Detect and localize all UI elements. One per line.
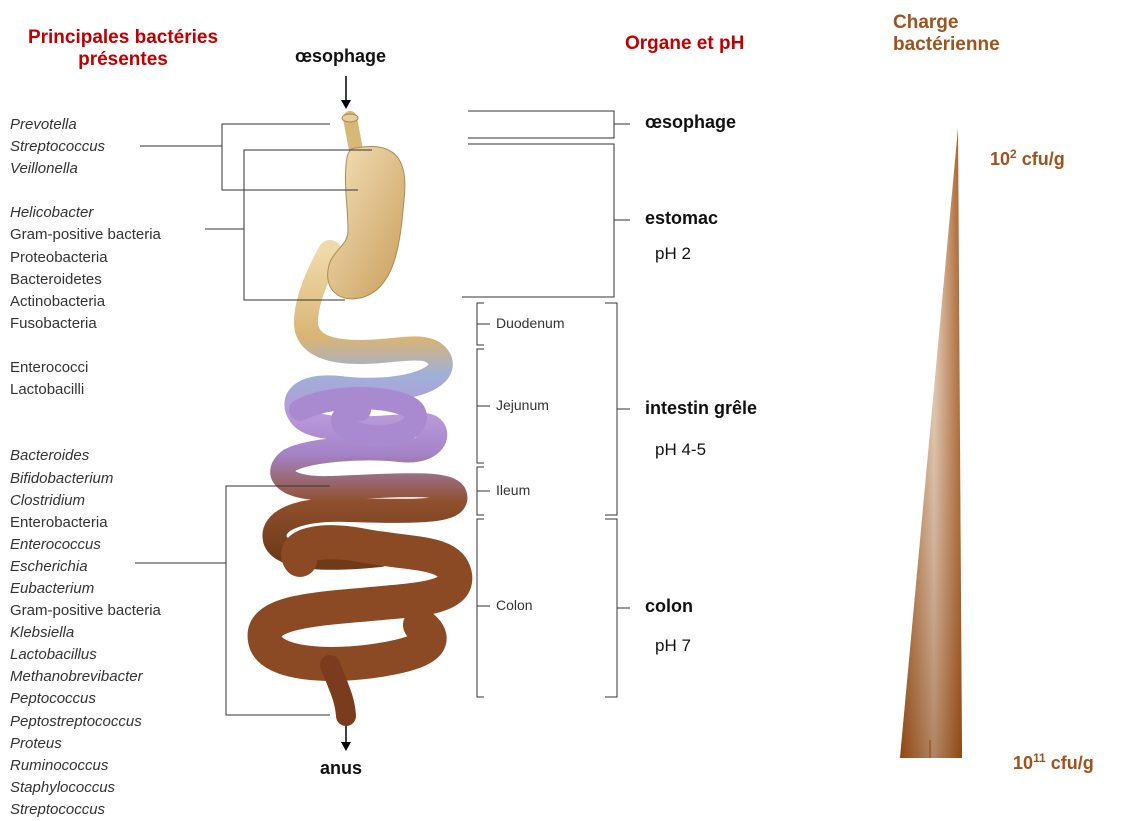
top-oesophage-label: œsophage — [295, 46, 386, 67]
ph-estomac: pH 2 — [655, 244, 691, 264]
charge-top-exp: 2 — [1010, 147, 1017, 161]
charge-bottom-exp: 11 — [1033, 751, 1046, 765]
stomach — [328, 147, 405, 299]
oesophagus-arrowhead — [341, 100, 351, 109]
esophagus-opening — [342, 114, 358, 122]
charge-bottom-label: 1011 cfu/g — [1013, 751, 1094, 774]
organ-intestin: intestin grêle — [645, 398, 757, 419]
anus-label: anus — [320, 758, 362, 779]
segment-ileum: Ileum — [494, 482, 532, 498]
charge-bottom-unit: cfu/g — [1046, 753, 1094, 773]
anus-arrowhead — [341, 742, 351, 751]
charge-bottom-base: 10 — [1013, 753, 1033, 773]
organ-estomac: estomac — [645, 208, 718, 229]
organ-colon: colon — [645, 596, 693, 617]
organ-oesophage: œsophage — [645, 112, 736, 133]
segment-jejunum: Jejunum — [494, 397, 551, 413]
ph-intestin: pH 4-5 — [655, 440, 706, 460]
charge-top-base: 10 — [990, 149, 1010, 169]
bacterial-load-triangle-shade — [900, 128, 962, 758]
ph-colon: pH 7 — [655, 636, 691, 656]
segment-duodenum: Duodenum — [494, 315, 567, 331]
charge-top-label: 102 cfu/g — [990, 147, 1065, 170]
segment-colon: Colon — [494, 597, 535, 613]
charge-top-unit: cfu/g — [1017, 149, 1065, 169]
